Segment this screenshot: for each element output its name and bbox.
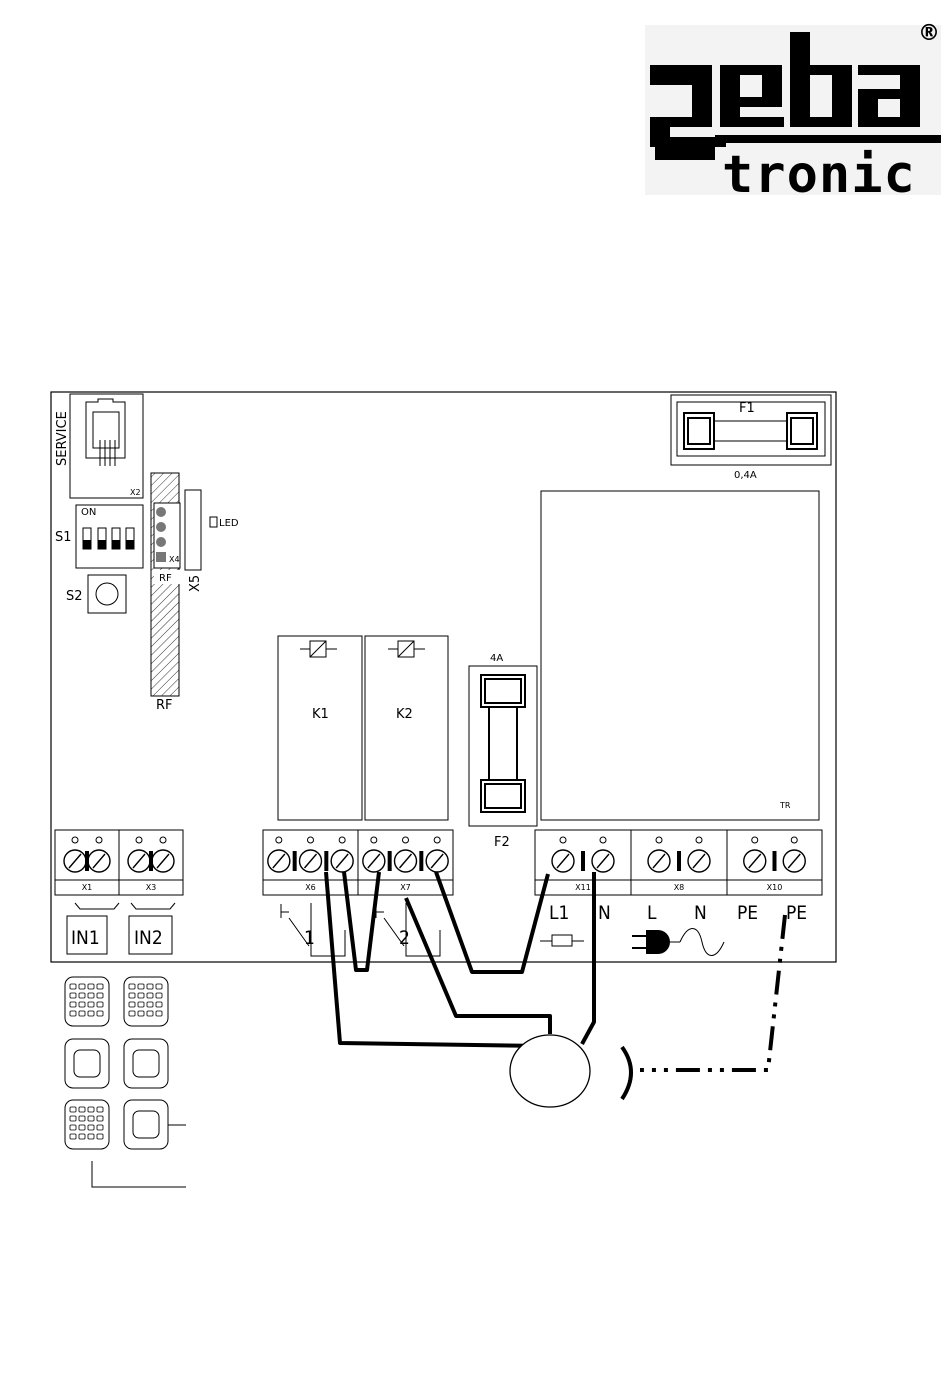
terminal-hole (752, 837, 758, 843)
remote-controls (65, 977, 168, 1149)
terminal-block-label: X11 (575, 883, 591, 892)
terminal-block: X10 (727, 830, 822, 895)
terminal-block-label: X6 (305, 883, 316, 892)
rf-inner-label: RF (159, 573, 172, 584)
supply-label-l: L (647, 902, 657, 924)
supply-label-n2: N (694, 902, 707, 924)
supply-labels: L1 N L N PE PE (549, 902, 807, 924)
transformer: TR (541, 491, 819, 820)
terminal-block-label: X1 (82, 883, 93, 892)
terminal-block-label: X3 (146, 883, 157, 892)
relay-output-2-label: 2 (399, 927, 410, 949)
led-label: LED (219, 518, 239, 529)
led-indicator: LED (210, 517, 239, 529)
service-label: SERVICE (55, 411, 70, 466)
relay-k1-label: K1 (312, 707, 329, 722)
terminal-hole (791, 837, 797, 843)
supply-label-pe1: PE (737, 902, 758, 924)
terminal-block-label: X8 (674, 883, 685, 892)
ac-wave-icon (680, 929, 724, 956)
registered-mark: ® (918, 21, 940, 46)
s2-label: S2 (66, 589, 83, 604)
terminal-block-label: X10 (767, 883, 783, 892)
wire-n-motor (582, 872, 594, 1044)
terminal-block: X11 (535, 830, 631, 895)
keypad-transmitter (65, 1100, 109, 1149)
terminal-hole (160, 837, 166, 843)
rf-outer-label: RF (156, 698, 173, 713)
terminal-hole (696, 837, 702, 843)
relay-k2-label: K2 (396, 707, 413, 722)
logo-word-tronic: tronic (722, 145, 916, 205)
terminal-hole (600, 837, 606, 843)
s1-on-label: ON (81, 507, 96, 518)
relay-k1: K1 (278, 636, 362, 820)
supply-label-pe2: PE (786, 902, 807, 924)
fuse-f1: F1 0,4A (671, 395, 831, 481)
keypad-transmitter (65, 977, 109, 1026)
s1-label: S1 (55, 530, 72, 545)
terminal-hole (96, 837, 102, 843)
terminal-block: X1 (55, 830, 119, 895)
f2-rating: 4A (490, 653, 503, 664)
fuse-symbol (540, 935, 584, 946)
service-connector: SERVICE X2 (55, 394, 143, 498)
gebatronic-logo: tronic geba ® (0, 0, 941, 205)
supply-label-n1: N (598, 902, 611, 924)
terminal-hole (403, 837, 409, 843)
terminal-hole (136, 837, 142, 843)
push-button-transmitter (124, 1100, 168, 1149)
terminal-hole (656, 837, 662, 843)
f1-rating: 0,4A (734, 470, 757, 481)
f2-label: F2 (494, 835, 510, 850)
input-in1-label: IN1 (71, 927, 100, 949)
terminal-hole (371, 837, 377, 843)
terminal-hole (308, 837, 314, 843)
keypad-transmitter (124, 977, 168, 1026)
terminal-block: X8 (631, 830, 727, 895)
relay-output-2: 2 (376, 903, 440, 956)
terminal-hole (339, 837, 345, 843)
terminal-strip: X1 X3 X6 X7 X11 X8 X10 (55, 830, 822, 895)
rf-module: X4 RF RF (151, 473, 180, 713)
transformer-label: TR (779, 801, 791, 810)
relay-output-1-label: 1 (304, 927, 315, 949)
x2-label: X2 (130, 488, 141, 497)
push-button-transmitter (124, 1039, 168, 1088)
terminal-block: X3 (119, 830, 183, 895)
f1-label: F1 (739, 401, 755, 416)
terminal-hole (72, 837, 78, 843)
x4-label: X4 (169, 555, 180, 564)
relay-output-1: 1 (281, 903, 345, 956)
terminal-block-label: X7 (400, 883, 411, 892)
input-in2-label: IN2 (134, 927, 163, 949)
motor (510, 1035, 590, 1107)
push-button-transmitter (65, 1039, 109, 1088)
dip-switch-s1: ON S1 (55, 505, 143, 568)
relay-k2: K2 (365, 636, 448, 820)
push-button-s2: S2 (66, 575, 126, 613)
x5-connector: X5 (185, 490, 203, 592)
x5-label: X5 (188, 575, 203, 592)
wire-x7-motor (406, 898, 550, 1034)
supply-label-l1: L1 (549, 902, 569, 924)
remote-bracket (92, 1125, 186, 1187)
plug-icon (632, 930, 680, 954)
wire-x6-x7-bridge (344, 872, 379, 970)
fuse-f2: 4A F2 (469, 653, 537, 850)
terminal-hole (560, 837, 566, 843)
input-labels: IN1 IN2 (67, 903, 175, 954)
terminal-hole (276, 837, 282, 843)
terminal-hole (434, 837, 440, 843)
